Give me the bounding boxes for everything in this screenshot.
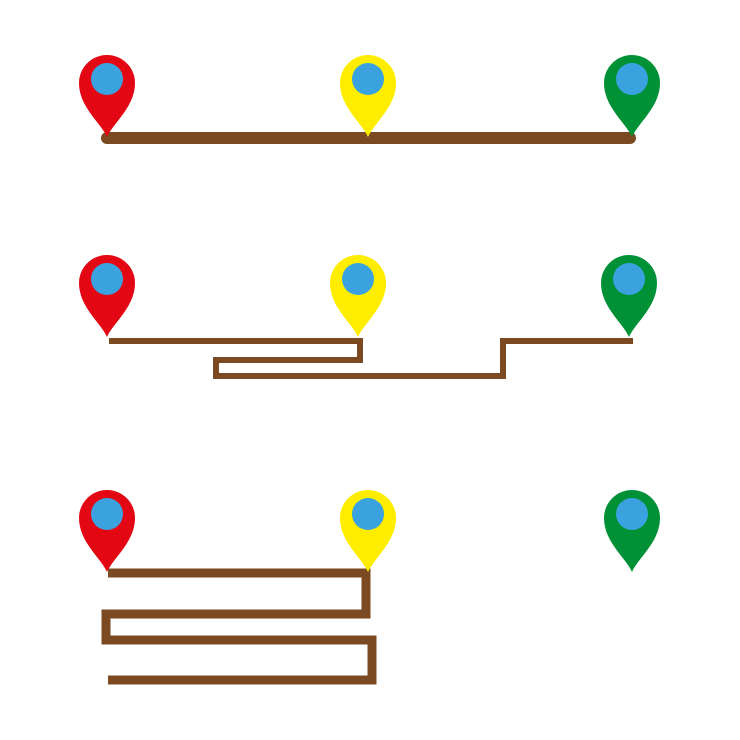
pin-center-dot xyxy=(352,498,384,530)
route-2 xyxy=(79,255,657,379)
pin-center-dot xyxy=(91,498,123,530)
end-pin xyxy=(604,490,660,572)
pin-center-dot xyxy=(616,63,648,95)
waypoint-pin xyxy=(340,490,396,572)
waypoint-pin xyxy=(340,55,396,137)
route-1 xyxy=(79,55,660,144)
pin-center-dot xyxy=(616,498,648,530)
pin-center-dot xyxy=(91,63,123,95)
pin-center-dot xyxy=(352,63,384,95)
pin-center-dot xyxy=(613,263,645,295)
start-pin xyxy=(79,490,135,572)
pin-center-dot xyxy=(91,263,123,295)
waypoint-pin xyxy=(330,255,386,337)
route-3 xyxy=(79,490,660,685)
start-pin xyxy=(79,255,135,337)
route-3-path xyxy=(101,568,377,685)
route-2-path xyxy=(109,338,633,379)
end-pin xyxy=(604,55,660,137)
start-pin xyxy=(79,55,135,137)
pin-center-dot xyxy=(342,263,374,295)
end-pin xyxy=(601,255,657,337)
